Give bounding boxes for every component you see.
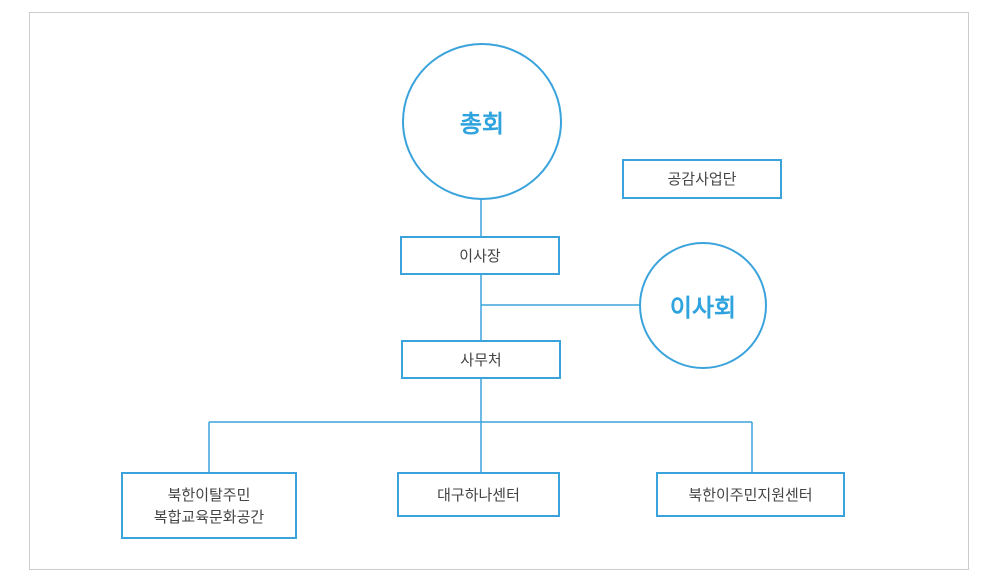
empathy-project-group-label: 공감사업단 bbox=[667, 170, 737, 188]
complex-center-label-line1: 북한이탈주민 bbox=[167, 485, 251, 504]
general-assembly-node: 총회 bbox=[402, 43, 562, 200]
board-of-directors-node: 이사회 bbox=[639, 242, 767, 369]
empathy-project-group-node: 공감사업단 bbox=[622, 159, 782, 199]
support-center-label: 북한이주민지원센터 bbox=[688, 485, 813, 504]
board-of-directors-label: 이사회 bbox=[669, 294, 737, 322]
chairman-node: 이사장 bbox=[400, 236, 560, 275]
secretariat-node: 사무처 bbox=[401, 340, 561, 379]
general-assembly-label: 총회 bbox=[459, 110, 505, 138]
complex-center-node: 북한이탈주민 복합교육문화공간 bbox=[121, 472, 297, 539]
diagram-frame bbox=[29, 12, 969, 570]
support-center-node: 북한이주민지원센터 bbox=[656, 472, 845, 517]
secretariat-label: 사무처 bbox=[460, 350, 502, 369]
daegu-hana-center-label: 대구하나센터 bbox=[437, 485, 520, 504]
complex-center-label-line2: 복합교육문화공간 bbox=[153, 507, 265, 526]
daegu-hana-center-node: 대구하나센터 bbox=[397, 472, 560, 517]
chairman-label: 이사장 bbox=[459, 246, 501, 265]
